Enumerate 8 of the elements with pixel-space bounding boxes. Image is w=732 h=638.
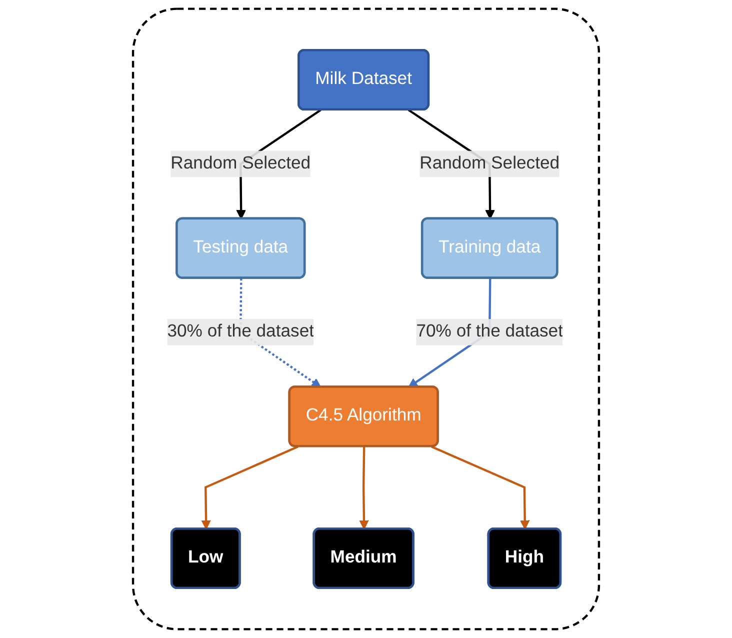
edge-label: 70% of the dataset bbox=[416, 322, 563, 341]
edge-label: 30% of the dataset bbox=[167, 322, 314, 341]
arrow bbox=[431, 446, 530, 530]
edge-label: Random Selected bbox=[420, 154, 560, 173]
edge-label: Random Selected bbox=[170, 154, 311, 173]
arrow bbox=[359, 446, 369, 530]
cluster bbox=[132, 8, 600, 630]
arrow bbox=[201, 446, 298, 530]
